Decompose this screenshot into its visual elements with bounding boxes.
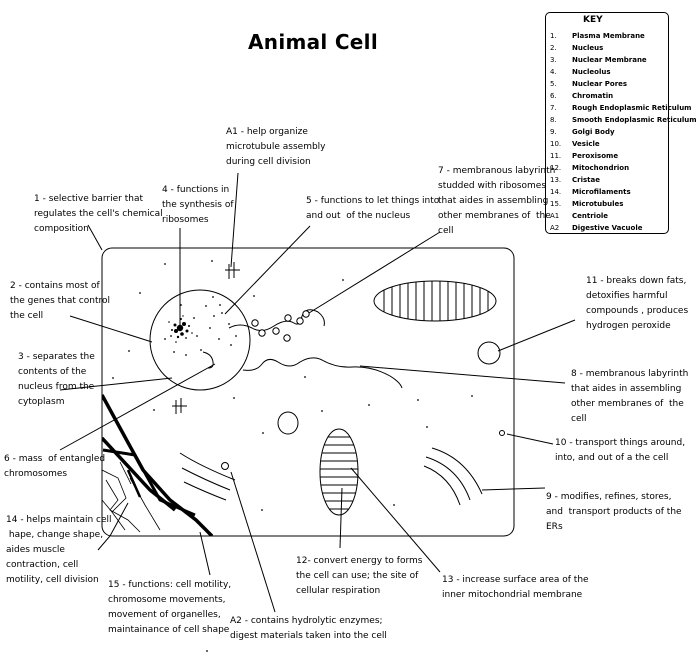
vesicle xyxy=(221,462,229,470)
label-rough-er: 7 - membranous labyrinth studded with ri… xyxy=(438,166,556,236)
centriole xyxy=(172,262,240,414)
label-plasma-membrane: 1 - selective barrier that regulates the… xyxy=(34,194,163,234)
label-smooth-er: 8 - membranous labyrinth that aides in a… xyxy=(571,369,689,424)
key-item: 2.Nucleus xyxy=(550,44,604,52)
label-microtubules: 15 - functions: cell motility, chromosom… xyxy=(108,580,232,635)
mitochondrion xyxy=(319,428,359,516)
label-vesicle: 10 - transport things around, into, and … xyxy=(555,438,686,463)
key-item: 9.Golgi Body xyxy=(550,128,615,136)
key-item: 15.Microtubules xyxy=(550,200,624,208)
label-microfilaments: 14 - helps maintain cell hape, change sh… xyxy=(6,515,112,585)
label-peroxisome: 11 - breaks down fats, detoxifies harmfu… xyxy=(586,276,689,331)
key-item: 8.Smooth Endoplasmic Reticulum xyxy=(550,116,697,124)
label-cristae: 13 - increase surface area of the inner … xyxy=(442,575,589,600)
nuclear-pore xyxy=(202,351,214,369)
page-title: Animal Cell xyxy=(248,30,378,54)
vesicle xyxy=(499,430,505,436)
golgi-body xyxy=(423,447,483,506)
free-ribosomes xyxy=(112,260,473,652)
plasma-membrane xyxy=(101,247,515,537)
cytoskeleton xyxy=(102,394,214,536)
key-item: 5.Nuclear Pores xyxy=(550,80,628,88)
key-item: 6.Chromatin xyxy=(550,92,614,100)
key-title: KEY xyxy=(583,15,603,25)
label-golgi-body: 9 - modifies, refines, stores, and trans… xyxy=(546,492,682,532)
key-item: 3.Nuclear Membrane xyxy=(550,56,647,64)
key-item: 4.Nucleolus xyxy=(550,68,611,76)
golgi-arcs xyxy=(179,452,236,501)
key-item: 12.Mitochondrion xyxy=(550,164,630,172)
key-list: 1.Plasma Membrane 2.Nucleus 3.Nuclear Me… xyxy=(550,30,697,234)
label-nuclear-pores: 5 - functions to let things into and out… xyxy=(306,196,440,221)
smooth-er xyxy=(242,357,403,389)
key-item: 11.Peroxisome xyxy=(550,152,619,160)
label-nuclear-membrane: 3 - separates the contents of the nucleu… xyxy=(18,352,95,407)
nucleus xyxy=(149,289,251,391)
label-chromatin: 6 - mass of entangled chromosomes xyxy=(4,454,106,479)
key-item: 7.Rough Endoplasmic Reticulum xyxy=(550,104,692,112)
key-box: KEY 1.Plasma Membrane 2.Nucleus 3.Nuclea… xyxy=(545,12,697,234)
label-nucleus: 2 - contains most of the genes that cont… xyxy=(10,281,111,321)
label-nucleolus: 4 - functions in the synthesis of riboso… xyxy=(162,185,234,225)
key-item: 1.Plasma Membrane xyxy=(550,32,645,40)
label-mitochondrion: 12- convert energy to forms the cell can… xyxy=(296,556,423,596)
nucleolus xyxy=(168,315,193,343)
peroxisome xyxy=(477,341,501,365)
digestive-vacuole xyxy=(373,280,497,322)
leader-lines xyxy=(59,172,576,613)
chromatin xyxy=(164,296,237,356)
key-item: 14.Microfilaments xyxy=(550,188,631,196)
key-item: 13.Cristae xyxy=(550,176,600,184)
key-item: 10.Vesicle xyxy=(550,140,600,148)
rough-er xyxy=(228,309,325,342)
label-centriole: A1 - help organize microtubule assembly … xyxy=(226,127,326,167)
label-digestive-vacuole: A2 - contains hydrolytic enzymes; digest… xyxy=(230,616,387,641)
vesicle xyxy=(277,411,299,435)
